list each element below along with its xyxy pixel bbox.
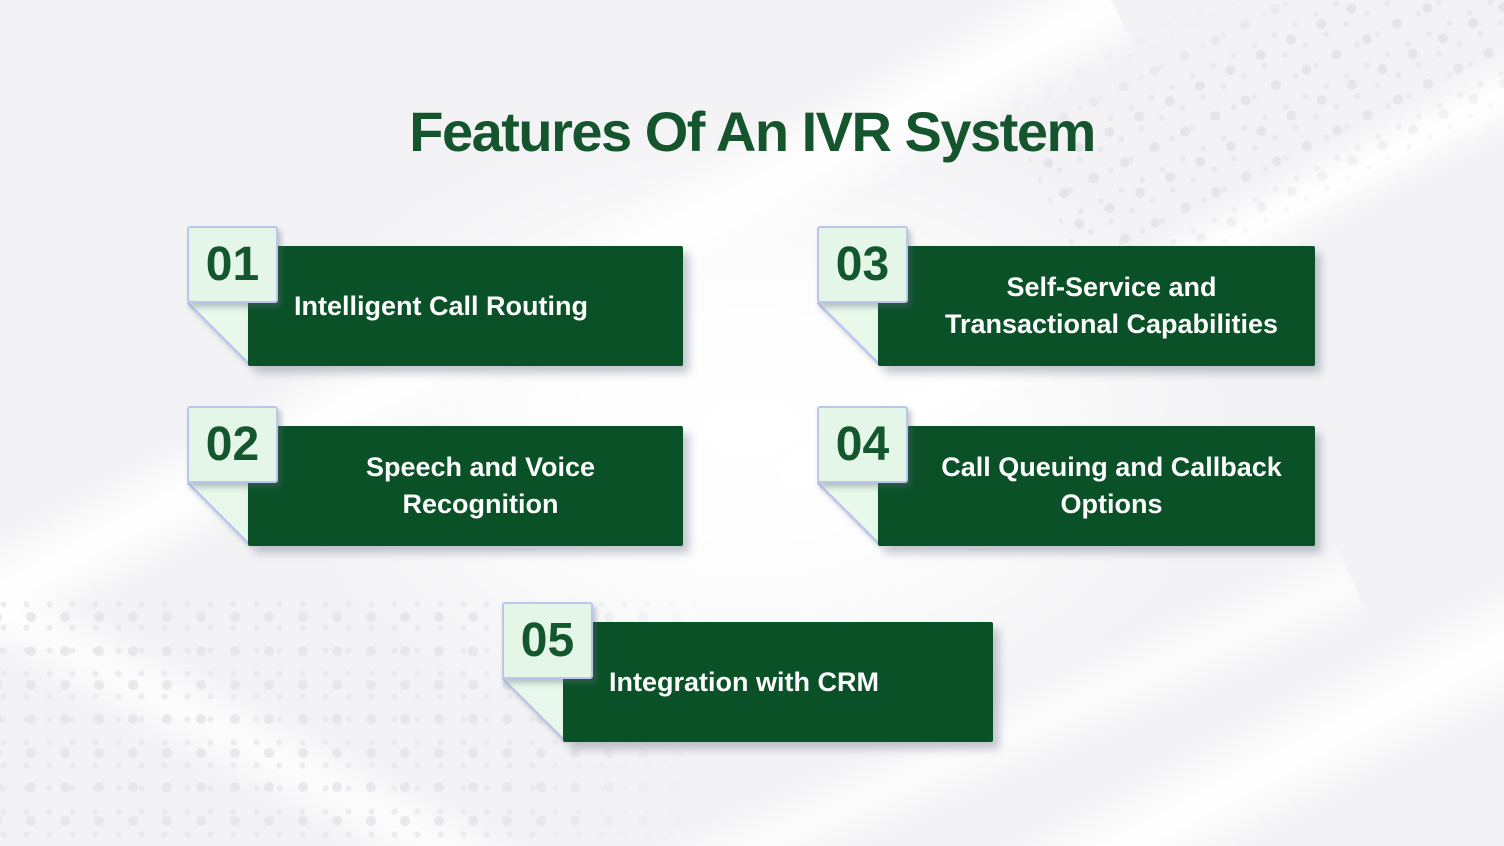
feature-card-03: Self-Service and Transactional Capabilit… [817, 226, 1315, 366]
step-number-badge: 02 [187, 406, 278, 483]
feature-label: Self-Service and [1006, 272, 1217, 302]
step-number: 05 [520, 614, 575, 667]
feature-card-05: Integration with CRM 05 [502, 602, 993, 742]
step-number: 04 [835, 418, 890, 471]
feature-card-04: Call Queuing and Callback Options 04 [817, 406, 1315, 546]
feature-card-02: Speech and Voice Recognition 02 [187, 406, 683, 546]
feature-label: Speech and Voice [365, 452, 596, 482]
step-number: 01 [205, 238, 260, 291]
step-number-badge: 04 [817, 406, 908, 483]
feature-bar: Speech and Voice Recognition [248, 426, 683, 546]
step-number: 02 [205, 418, 260, 471]
badge-fold-icon [502, 677, 565, 740]
badge-fold-icon [187, 481, 250, 544]
feature-bar: Integration with CRM [563, 622, 993, 742]
feature-label-line2: Options [1060, 489, 1163, 519]
feature-bar: Self-Service and Transactional Capabilit… [878, 246, 1315, 366]
feature-label: Call Queuing and Callback [941, 452, 1282, 482]
step-number: 03 [835, 238, 890, 291]
step-number-badge: 01 [187, 226, 278, 303]
feature-bar: Call Queuing and Callback Options [878, 426, 1315, 546]
feature-card-01: Intelligent Call Routing 01 [187, 226, 683, 366]
feature-label-line2: Recognition [402, 489, 559, 519]
page-title: Features Of An IVR System [409, 99, 1096, 163]
feature-label: Intelligent Call Routing [294, 290, 588, 321]
feature-label-line2: Transactional Capabilities [944, 309, 1279, 339]
feature-bar: Intelligent Call Routing [248, 246, 683, 366]
badge-fold-icon [187, 301, 250, 364]
step-number-badge: 03 [817, 226, 908, 303]
badge-fold-icon [817, 301, 880, 364]
step-number-badge: 05 [502, 602, 593, 679]
feature-label: Integration with CRM [609, 666, 879, 697]
badge-fold-icon [817, 481, 880, 544]
